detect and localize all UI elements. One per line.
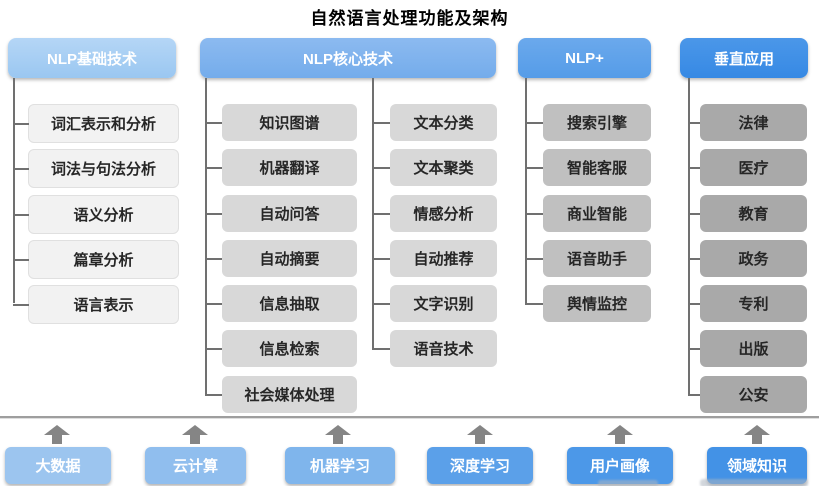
header-nlp-basic: NLP基础技术 xyxy=(8,38,176,78)
node-vertical-item: 专利 xyxy=(688,285,807,322)
watermark-fragment xyxy=(598,480,658,486)
foundation-item-cloud-computing: 云计算 xyxy=(145,447,246,484)
connector-rail-core-left xyxy=(205,78,207,394)
header-nlp-core: NLP核心技术 xyxy=(200,38,496,78)
arrow-up-icon xyxy=(44,425,70,444)
node-core-item: 文本聚类 xyxy=(372,149,497,186)
node-basic-item: 篇章分析 xyxy=(13,240,179,279)
node-core-item: 信息抽取 xyxy=(205,285,357,322)
foundation-item-machine-learning: 机器学习 xyxy=(285,447,395,484)
arrow-up-icon xyxy=(325,425,351,444)
node-core-item: 信息检索 xyxy=(205,330,357,367)
node-basic-item: 语义分析 xyxy=(13,195,179,234)
arrow-up-icon xyxy=(467,425,493,444)
node-nlp-plus-item: 商业智能 xyxy=(525,195,651,232)
header-nlp-plus: NLP+ xyxy=(518,38,651,78)
foundation-item-user-profile: 用户画像 xyxy=(567,447,673,484)
node-core-item: 知识图谱 xyxy=(205,104,357,141)
watermark-fragment xyxy=(700,479,808,486)
node-basic-item: 语言表示 xyxy=(13,285,179,324)
connector-rail-nlp-plus xyxy=(525,78,527,304)
node-nlp-plus-item: 舆情监控 xyxy=(525,285,651,322)
node-core-item: 情感分析 xyxy=(372,195,497,232)
node-vertical-item: 出版 xyxy=(688,330,807,367)
node-core-item: 自动推荐 xyxy=(372,240,497,277)
foundation-item-domain-knowledge: 领域知识 xyxy=(707,447,807,484)
node-basic-item: 词法与句法分析 xyxy=(13,149,179,188)
node-core-item: 语音技术 xyxy=(372,330,497,367)
node-core-item: 社会媒体处理 xyxy=(205,376,357,413)
node-core-item: 文字识别 xyxy=(372,285,497,322)
node-nlp-plus-item: 智能客服 xyxy=(525,149,651,186)
foundation-separator-line xyxy=(0,416,819,419)
node-vertical-item: 公安 xyxy=(688,376,807,413)
node-core-item: 自动问答 xyxy=(205,195,357,232)
node-nlp-plus-item: 搜索引擎 xyxy=(525,104,651,141)
node-core-item: 机器翻译 xyxy=(205,149,357,186)
node-core-item: 文本分类 xyxy=(372,104,497,141)
node-vertical-item: 法律 xyxy=(688,104,807,141)
connector-rail-vertical xyxy=(688,78,690,394)
connector-rail-basic xyxy=(13,78,15,303)
arrow-up-icon xyxy=(607,425,633,444)
arrow-up-icon xyxy=(182,425,208,444)
node-nlp-plus-item: 语音助手 xyxy=(525,240,651,277)
node-core-item: 自动摘要 xyxy=(205,240,357,277)
node-basic-item: 词汇表示和分析 xyxy=(13,104,179,143)
foundation-item-big-data: 大数据 xyxy=(5,447,111,484)
node-vertical-item: 教育 xyxy=(688,195,807,232)
node-vertical-item: 医疗 xyxy=(688,149,807,186)
node-vertical-item: 政务 xyxy=(688,240,807,277)
arrow-up-icon xyxy=(744,425,770,444)
foundation-item-deep-learning: 深度学习 xyxy=(427,447,533,484)
diagram-title: 自然语言处理功能及架构 xyxy=(310,9,509,28)
header-vertical-apps: 垂直应用 xyxy=(680,38,808,78)
